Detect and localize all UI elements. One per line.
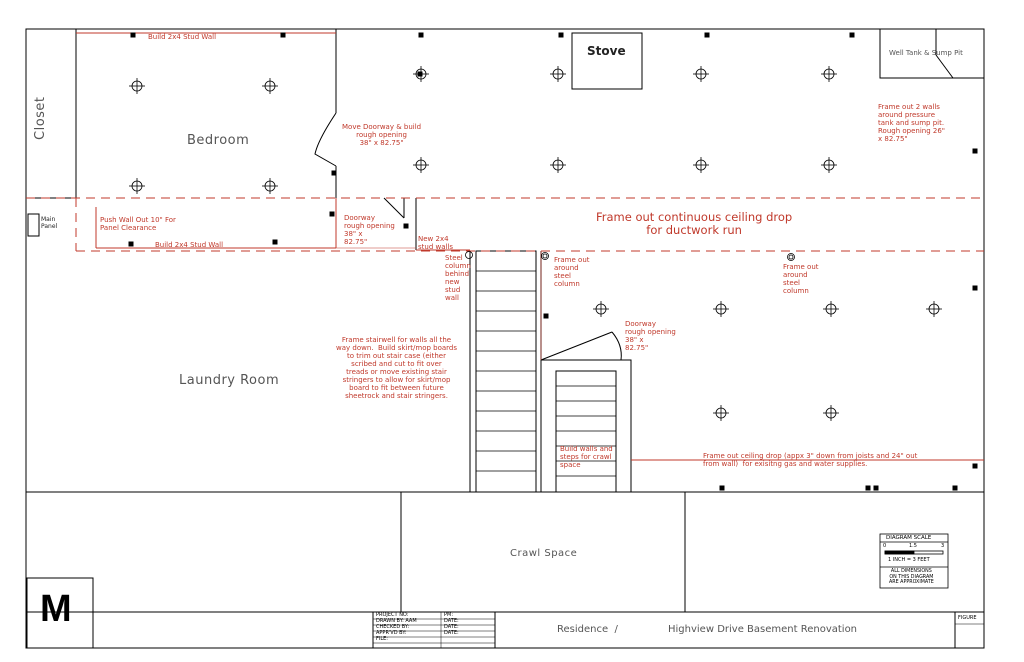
drawn-by-label: DRAWN BY: AAM <box>376 618 417 624</box>
scale-disclaimer: ALL DIMENSIONS ON THIS DIAGRAM ARE APPRO… <box>889 569 934 586</box>
light-fixture-icon <box>713 301 729 317</box>
light-fixture-icon <box>413 157 429 173</box>
steel-column-icon <box>541 252 549 260</box>
light-fixture-icon <box>926 301 942 317</box>
stud-wall-note-top: Build 2x4 Stud Wall <box>148 33 217 41</box>
project-no-label: PROJECT NO: <box>376 612 409 618</box>
light-fixture-icon <box>821 157 837 173</box>
outlet-icon <box>280 32 286 38</box>
outlet-icon <box>417 71 423 77</box>
light-fixture-icon <box>550 157 566 173</box>
light-fixture-icon <box>693 66 709 82</box>
outlet-icon <box>543 313 549 319</box>
date-label-2: DATE: <box>444 624 459 630</box>
steel-column-behind-note: Steel column behind new stud wall <box>445 254 471 303</box>
outlet-icon <box>952 485 958 491</box>
checked-by-label: CHECKED BY: <box>376 624 410 630</box>
bedroom-label: Bedroom <box>187 133 250 148</box>
ceiling-drop-note: Frame out continuous ceiling drop for du… <box>596 210 793 238</box>
outlet-icon <box>704 32 710 38</box>
scale-tick-0: 0 <box>883 543 887 549</box>
outlet-icon <box>849 32 855 38</box>
stairwell-note: Frame stairwell for walls all the way do… <box>336 336 457 401</box>
stove-label: Stove <box>587 44 626 58</box>
outlet-icon <box>329 211 335 217</box>
date-label-1: DATE: <box>444 618 459 624</box>
outlet-icon <box>272 239 278 245</box>
date-label-3: DATE: <box>444 630 459 636</box>
logo: M <box>40 588 72 630</box>
light-fixture-icon <box>129 78 145 94</box>
frame-two-walls-note: Frame out 2 walls around pressure tank a… <box>878 103 946 144</box>
approved-by-label: APPR'VD BY: <box>376 630 407 636</box>
frame-column-note-2: Frame out around steel column <box>783 263 819 296</box>
light-fixture-icon <box>821 66 837 82</box>
steel-column-icon <box>465 251 473 259</box>
outlet-icon <box>128 241 134 247</box>
scale-tick-end: 3 <box>941 543 945 549</box>
outlet-icon <box>873 485 879 491</box>
crawl-steps-note: Build walls and steps for crawl space <box>560 445 613 470</box>
light-fixture-icon <box>550 66 566 82</box>
outlet-icon <box>972 148 978 154</box>
sheet-border <box>25 28 985 649</box>
residence-label: Residence / <box>557 624 618 635</box>
push-wall-note: Push Wall Out 10" For Panel Clearance <box>100 216 176 233</box>
project-title: Highview Drive Basement Renovation <box>668 624 858 635</box>
light-fixture-icon <box>129 66 942 421</box>
outlet-icon <box>130 32 136 38</box>
light-fixture-icon <box>593 301 609 317</box>
scale-title: DIAGRAM SCALE <box>886 535 932 541</box>
outlet-icon <box>418 32 424 38</box>
scale-tick-mid: 1.5 <box>909 543 917 549</box>
outlet-icon <box>865 485 871 491</box>
outlet-icon <box>403 223 409 229</box>
file-label: FILE: <box>376 636 388 642</box>
light-fixture-icon <box>823 301 839 317</box>
doorway-rough-note-1: Doorway rough opening 38" x 82.75" <box>344 214 395 247</box>
new-stud-walls-note: New 2x4 stud walls <box>418 235 454 252</box>
outlet-icon <box>558 32 564 38</box>
light-fixture-icon <box>823 405 839 421</box>
pm-label: PM: <box>444 612 454 618</box>
outlet-icon <box>972 285 978 291</box>
scale-ratio: 1 INCH = 3 FEET <box>888 557 930 563</box>
frame-column-note-1: Frame out around steel column <box>554 256 590 289</box>
stud-wall-note-mid: Build 2x4 Stud Wall <box>155 241 224 249</box>
figure-label: FIGURE <box>958 615 977 621</box>
closet-label: Closet <box>33 96 48 140</box>
light-fixture-icon <box>713 405 729 421</box>
logo-box <box>26 577 94 649</box>
main-panel-label: Main Panel <box>41 216 58 230</box>
light-fixture-icon <box>129 178 145 194</box>
doorway-rough-note-2: Doorway rough opening 38" x 82.75" <box>625 320 676 353</box>
light-fixture-icon <box>693 157 709 173</box>
crawl-space-label: Crawl Space <box>510 548 578 559</box>
outlet-icon <box>331 170 337 176</box>
scale-box <box>879 533 949 589</box>
outlet-icon <box>719 485 725 491</box>
ceiling-drop-gas-note: Frame out ceiling drop (appx 3" down fro… <box>703 452 918 469</box>
light-fixture-icon <box>262 78 278 94</box>
steel-column-icon <box>787 253 795 261</box>
outlet-icon <box>128 32 978 491</box>
move-doorway-note: Move Doorway & build rough opening 38" x… <box>342 123 422 148</box>
laundry-room-label: Laundry Room <box>179 373 280 388</box>
light-fixture-icon <box>262 178 278 194</box>
outlet-icon <box>972 463 978 469</box>
well-tank-label: Well Tank & Sump Pit <box>889 49 963 57</box>
